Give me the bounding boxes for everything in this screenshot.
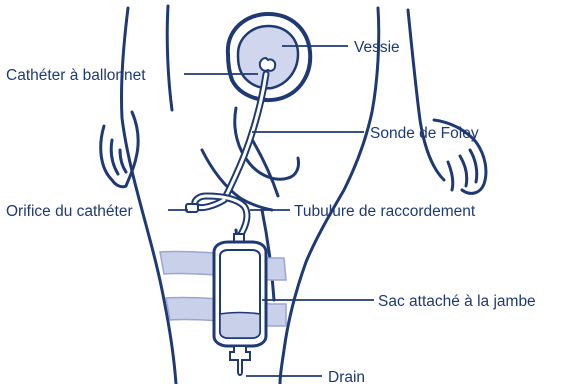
label-leg-bag: Sac attaché à la jambe xyxy=(378,293,536,310)
leg-bag xyxy=(214,234,266,375)
label-drain: Drain xyxy=(328,369,365,384)
drain-valve xyxy=(230,346,250,375)
right-thigh-inner xyxy=(250,136,278,196)
label-catheter-port: Orifice du cathéter xyxy=(6,203,133,220)
balloon-catheter-tip xyxy=(260,58,275,71)
connecting-tubing-fill xyxy=(195,196,247,236)
label-balloon-catheter: Cathéter à ballonnet xyxy=(6,67,146,84)
label-connecting-tubing: Tubulure de raccordement xyxy=(294,203,476,220)
leg-bag-urine xyxy=(220,313,260,339)
left-arm-outline xyxy=(167,6,172,110)
label-bladder: Vessie xyxy=(354,39,400,56)
right-arm-outline xyxy=(408,10,444,180)
label-foley-catheter: Sonde de Foley xyxy=(370,125,479,142)
bladder xyxy=(228,14,310,100)
connecting-tubing xyxy=(195,196,247,236)
